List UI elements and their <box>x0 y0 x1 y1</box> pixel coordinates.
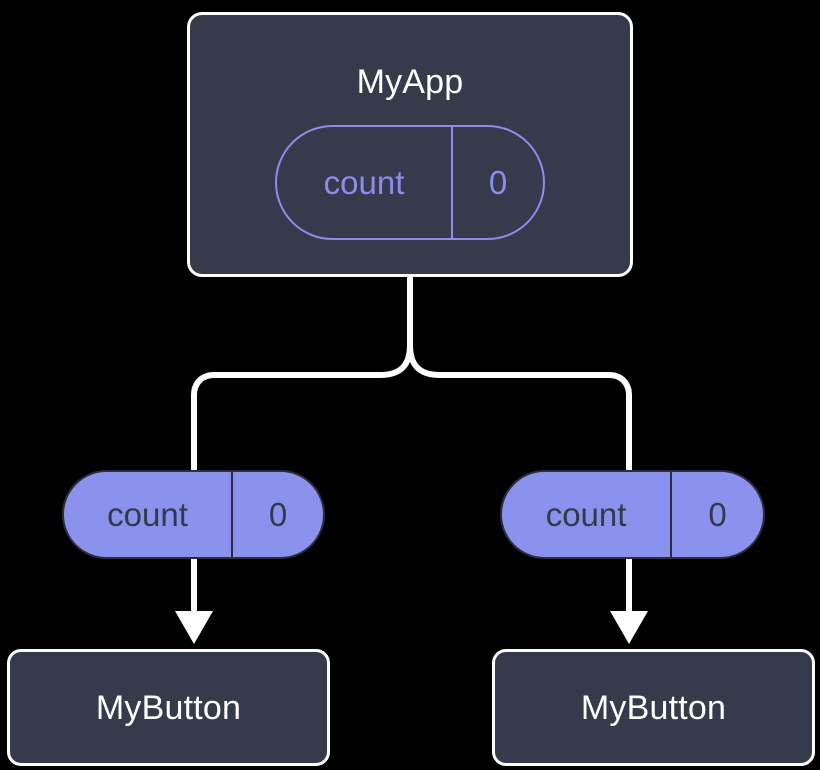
state-pill-right-child-count[interactable]: count 0 <box>500 470 765 559</box>
widget-node-mybutton-left[interactable]: MyButton <box>7 649 330 766</box>
widget-node-myapp-label: MyApp <box>356 63 464 101</box>
state-pill-left-child-count-value: 0 <box>231 472 323 557</box>
widget-node-mybutton-right[interactable]: MyButton <box>492 649 815 766</box>
widget-node-mybutton-left-label: MyButton <box>95 688 242 727</box>
edge-branch-to-right-child <box>407 342 632 481</box>
state-pill-left-child-count[interactable]: count 0 <box>62 470 325 559</box>
widget-node-mybutton-right-label: MyButton <box>580 688 727 727</box>
state-pill-myapp-count[interactable]: count 0 <box>275 125 545 240</box>
arrowhead-left-state-to-button <box>175 611 213 644</box>
edge-branch-to-left-child <box>191 342 413 481</box>
state-pill-right-child-count-value: 0 <box>670 472 763 557</box>
state-pill-left-child-count-key: count <box>107 496 188 533</box>
state-pill-myapp-count-key: count <box>323 164 405 201</box>
state-pill-right-child-count-key: count <box>545 496 627 533</box>
arrowhead-right-state-to-button <box>610 611 648 644</box>
state-pill-myapp-count-value: 0 <box>451 127 543 238</box>
